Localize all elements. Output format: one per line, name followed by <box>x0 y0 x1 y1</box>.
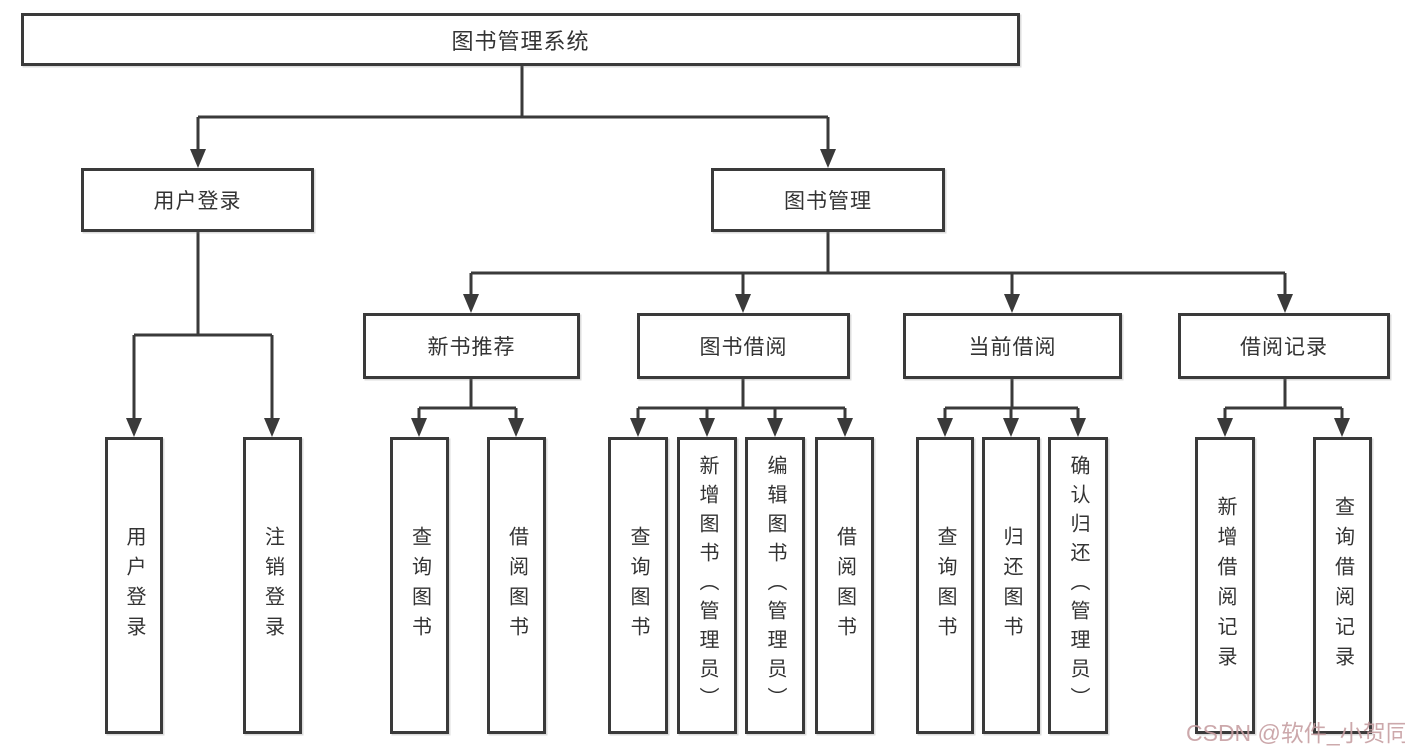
leaf-add-borrow-record: 新增借阅记录 <box>1195 437 1255 734</box>
leaf-label: 用户登录 <box>123 525 145 646</box>
leaf-edit-books-admin: 编辑图书（管理员） <box>745 437 805 734</box>
leaf-label: 编辑图书（管理员） <box>764 455 786 716</box>
node-new-book-recommendation: 新书推荐 <box>363 313 580 379</box>
leaf-label: 新增图书（管理员） <box>696 455 718 716</box>
leaf-label: 注销登录 <box>261 525 284 646</box>
arrowhead-icons <box>126 149 1350 437</box>
node-borrowing-records: 借阅记录 <box>1178 313 1390 379</box>
leaf-label: 查询图书 <box>627 525 649 646</box>
leaf-return-books: 归还图书 <box>982 437 1040 734</box>
leaf-add-books-admin: 新增图书（管理员） <box>677 437 737 734</box>
node-label: 新书推荐 <box>427 336 516 359</box>
leaf-query-books-1: 查询图书 <box>390 437 449 734</box>
leaf-label: 查询图书 <box>408 525 431 646</box>
leaf-confirm-return-admin: 确认归还（管理员） <box>1048 437 1108 734</box>
node-label: 借阅记录 <box>1240 336 1328 359</box>
node-label: 图书借阅 <box>699 336 788 359</box>
leaf-label: 查询借阅记录 <box>1331 495 1354 676</box>
node-library-management-system: 图书管理系统 <box>21 13 1020 66</box>
node-current-borrowing: 当前借阅 <box>903 313 1122 379</box>
leaf-query-borrow-record: 查询借阅记录 <box>1313 437 1372 734</box>
leaf-user-login: 用户登录 <box>105 437 163 734</box>
leaf-label: 查询图书 <box>934 525 956 646</box>
leaf-borrow-books-1: 借阅图书 <box>487 437 546 734</box>
node-user-login: 用户登录 <box>81 168 314 232</box>
node-label: 图书管理 <box>784 190 872 213</box>
leaf-query-books-3: 查询图书 <box>916 437 974 734</box>
leaf-logout: 注销登录 <box>243 437 302 734</box>
node-book-management: 图书管理 <box>711 168 945 232</box>
node-label: 图书管理系统 <box>451 28 590 54</box>
node-book-borrowing: 图书借阅 <box>637 313 850 379</box>
leaf-label: 新增借阅记录 <box>1214 495 1236 676</box>
leaf-label: 归还图书 <box>1000 525 1022 646</box>
leaf-label: 确认归还（管理员） <box>1067 455 1089 716</box>
node-label: 当前借阅 <box>968 336 1057 359</box>
node-label: 用户登录 <box>153 190 242 213</box>
leaf-label: 借阅图书 <box>505 525 528 646</box>
leaf-label: 借阅图书 <box>833 525 856 646</box>
leaf-query-books-2: 查询图书 <box>608 437 668 734</box>
leaf-borrow-books-2: 借阅图书 <box>815 437 874 734</box>
